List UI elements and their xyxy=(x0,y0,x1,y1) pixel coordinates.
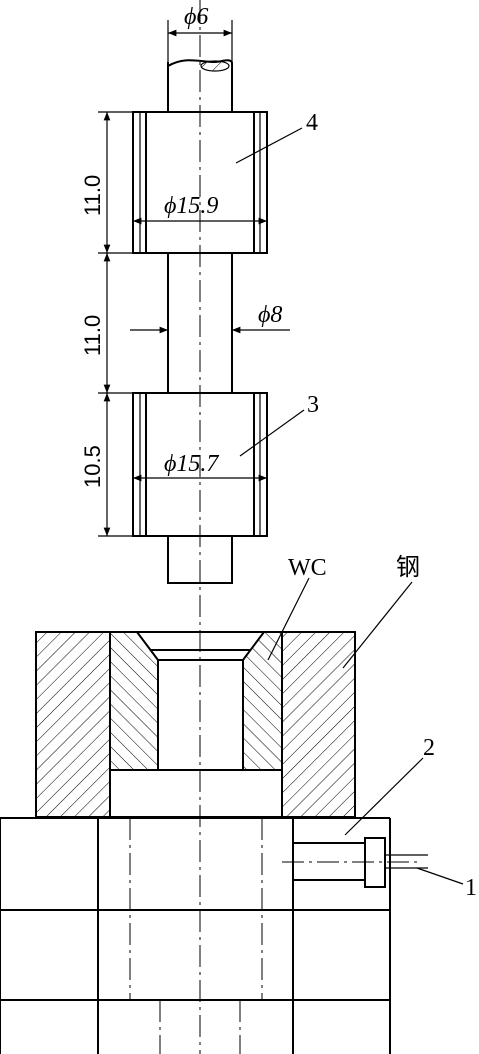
callout-label-4: 4 xyxy=(306,110,318,136)
callout-1: 1 xyxy=(416,867,477,901)
dim-label-shaft-top: ϕ6 xyxy=(184,4,208,30)
callout-label-2: 2 xyxy=(423,735,435,761)
dim-label-lower-length: 10.5 xyxy=(80,445,105,488)
callout-2: 2 xyxy=(344,735,435,836)
dim-lower-sleeve-dia: ϕ15.7 xyxy=(133,451,267,482)
callout-wc: WC xyxy=(267,555,327,661)
dim-label-upper-sleeve-dia: ϕ15.9 xyxy=(164,193,218,219)
dim-middle-shaft-dia: ϕ8 xyxy=(130,302,290,334)
callout-label-steel: 钢 xyxy=(396,554,420,581)
sensor-port xyxy=(282,837,428,888)
callout-4: 4 xyxy=(235,110,318,164)
dim-label-upper-length: 11.0 xyxy=(80,175,105,216)
dim-lower-sleeve-length: 10.5 xyxy=(80,393,133,537)
middle-shaft xyxy=(167,253,233,393)
callout-steel: 钢 xyxy=(342,554,420,669)
callout-3: 3 xyxy=(239,392,319,457)
base-block xyxy=(0,817,391,1054)
top-shaft xyxy=(167,59,233,112)
dim-gap-length: 11.0 xyxy=(80,252,133,394)
wc-insert xyxy=(109,631,283,771)
die-seat-block xyxy=(109,769,283,818)
callout-label-wc: WC xyxy=(288,555,327,581)
dim-shaft-top: ϕ6 xyxy=(167,4,233,62)
dim-upper-sleeve-dia: ϕ15.9 xyxy=(133,193,267,225)
dim-label-gap-length: 11.0 xyxy=(80,315,105,356)
dim-label-middle-shaft-dia: ϕ8 xyxy=(258,302,282,328)
callout-label-1: 1 xyxy=(465,875,477,901)
steel-die-ring xyxy=(35,631,356,818)
dim-label-lower-sleeve-dia: ϕ15.7 xyxy=(164,451,219,477)
shaft-break-section xyxy=(200,60,230,72)
upper-sleeve xyxy=(132,111,268,254)
bottom-shaft xyxy=(167,535,233,584)
dim-upper-sleeve-length: 11.0 xyxy=(80,111,133,254)
callout-label-3: 3 xyxy=(307,392,319,418)
